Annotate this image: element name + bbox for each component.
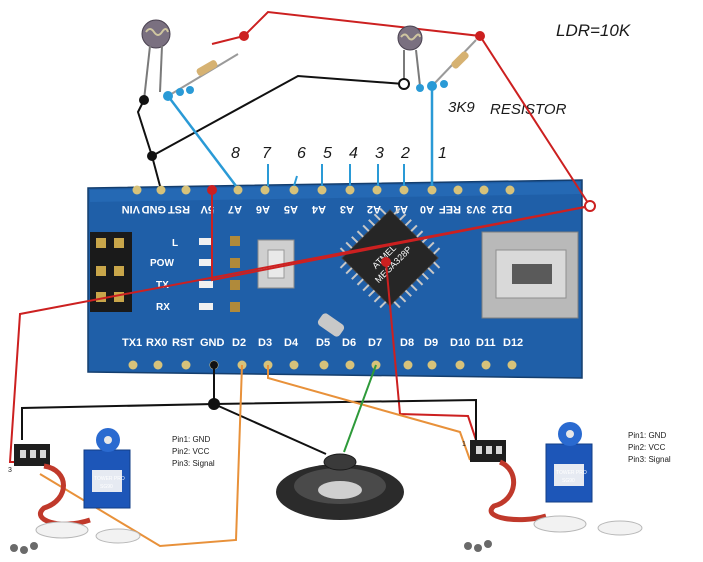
pin-label-d11: D11 (476, 337, 496, 349)
pin-label-d5: D5 (316, 337, 330, 349)
pin-label-gnd-bottom: GND (200, 337, 225, 349)
servo-horns (35, 521, 141, 544)
pin-label-a5: A5 (284, 203, 298, 215)
servo-left-model: SG90 (100, 484, 113, 490)
speaker (276, 453, 404, 520)
pin-label-a4: A4 (311, 203, 326, 215)
servo-right-cable (488, 459, 547, 523)
pin-label-d4: D4 (284, 337, 299, 349)
resistor-icon (431, 39, 477, 87)
pin-label-d6: D6 (342, 337, 356, 349)
analog-number-5: 5 (323, 145, 332, 162)
led-label-pow: POW (150, 258, 174, 269)
led-label-rx: RX (156, 302, 170, 313)
analog-number-3: 3 (375, 145, 384, 162)
black-wires (21, 74, 477, 455)
analog-number-1: 1 (438, 145, 447, 162)
servo-horns (533, 515, 643, 536)
analog-number-4: 4 (349, 145, 358, 162)
ldr-left (139, 19, 239, 105)
servo-right: 1 TOWER PRO SG90 (462, 422, 643, 552)
status-leds (199, 236, 240, 312)
servo-icon: TOWER PRO SG90 (545, 422, 593, 503)
red-junction-open (584, 200, 596, 212)
servo-right-model: SG90 (562, 478, 575, 484)
pin-label-d10: D10 (450, 337, 470, 349)
speaker-icon (276, 453, 404, 520)
pin-label-5v: 5V (200, 203, 214, 215)
pin-label-d2: D2 (232, 337, 246, 349)
servo-icon: TOWER PRO SG90 (83, 428, 131, 509)
servo-left-pin-label: 3 (8, 467, 12, 474)
ldr-right (397, 25, 477, 92)
pin-label-d8: D8 (400, 337, 414, 349)
analog-number-2: 2 (400, 145, 410, 162)
pin-label-vin: VIN (122, 203, 140, 215)
black-junctions (147, 151, 220, 410)
pin-label-d3: D3 (258, 337, 272, 349)
servo-right-pin-label: 1 (462, 441, 466, 448)
analog-number-6: 6 (297, 145, 306, 162)
pin-label-a6: A6 (256, 203, 270, 215)
ldr-icon (397, 25, 423, 87)
pin-label-a2: A2 (367, 203, 381, 215)
screw-icon (464, 540, 492, 552)
servo-left-brand: TOWER PRO (94, 476, 125, 482)
orange-wire-servo-right (267, 365, 471, 461)
analog-number-7: 7 (262, 145, 272, 162)
servo-left-legend-pin2: Pin2: VCC (172, 447, 210, 456)
servo-right-legend-pin3: Pin3: Signal (628, 455, 671, 464)
analog-number-8: 8 (231, 145, 240, 162)
pin-label-a7: A7 (228, 203, 242, 215)
pin-label-rx0: RX0 (146, 337, 167, 349)
pin-label-rst-top: RST (168, 203, 190, 215)
servo-connector (14, 444, 50, 466)
bottom-header-pads (128, 360, 517, 370)
servo-left-legend-pin3: Pin3: Signal (172, 459, 215, 468)
atmega-chip: ATMEL MEGA328P (339, 207, 441, 309)
blue-wires (167, 86, 434, 187)
green-wire-speaker (343, 364, 377, 453)
pin-label-ref: REF (439, 203, 461, 215)
arduino-nano-board: D12 3V3 REF A0 A1 A2 A3 A4 A5 A6 A7 5V R… (87, 179, 583, 379)
servo-connector (470, 440, 506, 462)
pin-label-d9: D9 (424, 337, 438, 349)
servo-left: 3 TOWER PRO SG90 (8, 428, 141, 554)
pin-number-ticks (267, 164, 405, 187)
reset-button (257, 239, 295, 289)
led-label-tx: TX (156, 280, 169, 291)
top-pin-labels: D12 3V3 REF A0 A1 A2 A3 A4 A5 A6 A7 5V R… (122, 203, 512, 215)
resistor-value-label: 3K9 (448, 99, 475, 116)
pin-label-rst-bottom: RST (172, 337, 194, 349)
ldr-value-label: LDR=10K (556, 21, 631, 40)
pin-label-a3: A3 (340, 203, 354, 215)
pin-label-tx1: TX1 (122, 337, 142, 349)
servo-left-legend: Pin1: GND Pin2: VCC Pin3: Signal (172, 435, 215, 468)
crystal (317, 313, 345, 337)
servo-right-legend-pin1: Pin1: GND (628, 431, 666, 440)
orange-wire-servo-left (39, 364, 243, 548)
servo-right-legend-pin2: Pin2: VCC (628, 443, 666, 452)
servo-left-legend-pin1: Pin1: GND (172, 435, 210, 444)
servo-right-brand: TOWER PRO (556, 470, 587, 476)
pin-label-d12-bottom: D12 (503, 337, 523, 349)
led-label-l: L (172, 238, 178, 249)
pin-label-d7: D7 (368, 337, 382, 349)
pin-label-gnd-top: GND (142, 203, 167, 215)
servo-right-legend: Pin1: GND Pin2: VCC Pin3: Signal (628, 431, 671, 464)
red-junctions (207, 31, 485, 267)
pin-label-a0: A0 (420, 203, 434, 215)
ldr-icon (141, 19, 171, 101)
pin-label-d12: D12 (492, 203, 512, 215)
screw-icon (10, 542, 38, 554)
mini-usb-connector (481, 231, 579, 319)
servo-left-cable (38, 463, 91, 527)
pin-label-3v3: 3V3 (466, 203, 486, 215)
